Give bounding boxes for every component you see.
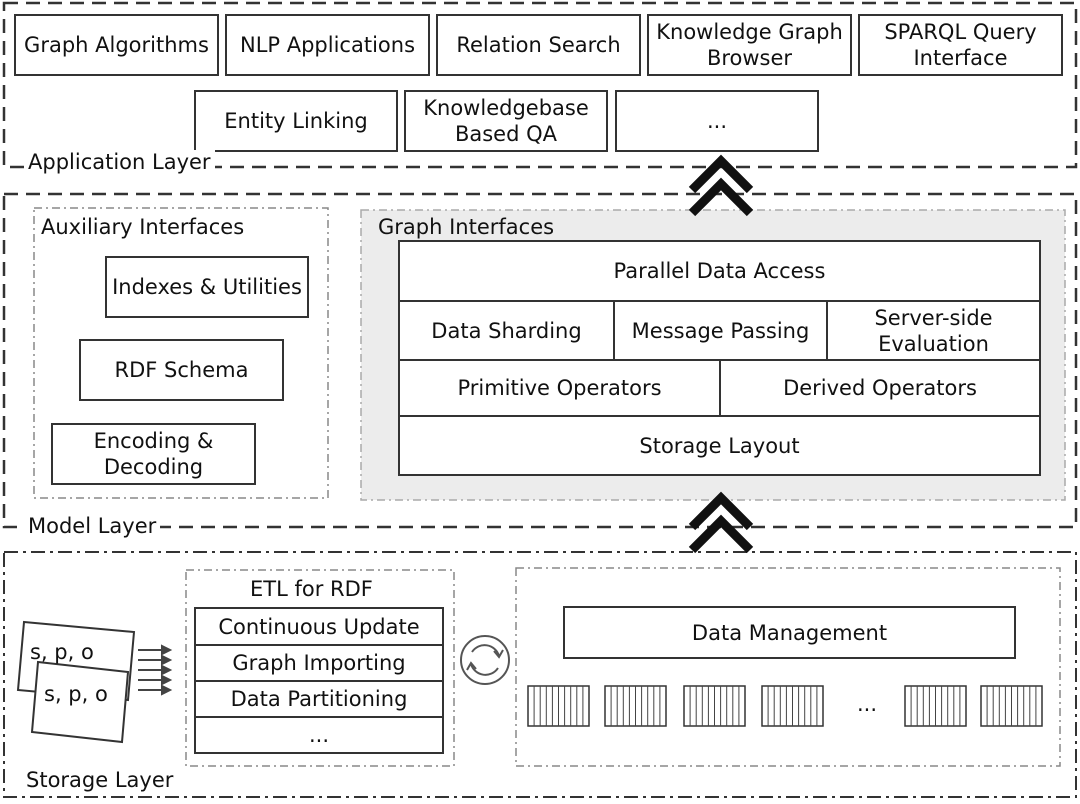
storage-block [604, 685, 667, 727]
model-layer-label: Model Layer [24, 514, 161, 538]
up-arrow-icon [688, 491, 754, 554]
row-divider [400, 359, 1039, 361]
graph-importing-item: Graph Importing [232, 651, 406, 675]
graph-algorithms-box: Graph Algorithms [14, 14, 219, 76]
knowledgebase-qa-box: Knowledgebase Based QA [404, 90, 608, 152]
encoding-decoding-box: Encoding & Decoding [51, 423, 256, 485]
col-divider [613, 302, 615, 359]
triple-document-front [30, 660, 130, 744]
storage-block [527, 685, 590, 727]
graph-interfaces-table: Parallel Data Access Data Sharding Messa… [398, 240, 1041, 476]
data-management-frame [515, 567, 1061, 767]
storage-block [761, 685, 824, 727]
col-divider [719, 361, 721, 415]
storage-blocks [527, 685, 1043, 727]
relation-search-box: Relation Search [436, 14, 641, 76]
block-ellipsis: ... [857, 692, 878, 716]
row-divider [196, 716, 442, 718]
etl-more-item: ... [308, 723, 330, 747]
server-side-evaluation-cell: Server-side Evaluation [874, 305, 993, 356]
up-arrow-icon [688, 154, 754, 217]
data-sharding-cell: Data Sharding [431, 318, 582, 343]
storage-block [904, 685, 967, 727]
nlp-applications-box: NLP Applications [225, 14, 430, 76]
knowledge-graph-browser-box: Knowledge Graph Browser [647, 14, 852, 76]
etl-frame [185, 569, 455, 767]
application-layer-label: Application Layer [24, 150, 215, 174]
sparql-query-interface-box: SPARQL Query Interface [858, 14, 1063, 76]
triple-text: s, p, o [30, 640, 94, 664]
parallel-data-access-cell: Parallel Data Access [613, 259, 826, 283]
row-divider [400, 300, 1039, 302]
derived-operators-cell: Derived Operators [783, 376, 977, 400]
flow-arrows-icon [138, 644, 173, 696]
data-management-box: Data Management [563, 606, 1016, 659]
application-layer-frame [2, 1, 1078, 169]
primitive-operators-cell: Primitive Operators [457, 376, 662, 400]
auxiliary-interfaces-frame [33, 207, 329, 499]
storage-block [980, 685, 1043, 727]
continuous-update-item: Continuous Update [218, 614, 420, 639]
application-more-box: ... [615, 90, 819, 152]
storage-block [683, 685, 746, 727]
message-passing-cell: Message Passing [631, 318, 810, 343]
sync-icon [460, 635, 510, 685]
etl-title: ETL for RDF [250, 577, 373, 601]
row-divider [196, 680, 442, 682]
etl-list: Continuous Update Graph Importing Data P… [194, 607, 444, 754]
row-divider [400, 415, 1039, 417]
data-partitioning-item: Data Partitioning [230, 687, 408, 711]
col-divider [826, 302, 828, 359]
model-layer-frame [2, 192, 1078, 529]
entity-linking-box: Entity Linking [194, 90, 398, 152]
rdf-schema-box: RDF Schema [79, 339, 284, 401]
storage-layout-cell: Storage Layout [639, 433, 800, 458]
row-divider [196, 644, 442, 646]
triple-text: s, p, o [44, 682, 108, 706]
storage-layer-label: Storage Layer [22, 768, 178, 792]
graph-interfaces-title: Graph Interfaces [378, 215, 555, 239]
storage-layer-frame [3, 551, 1077, 798]
indexes-utilities-box: Indexes & Utilities [105, 256, 309, 318]
auxiliary-interfaces-title: Auxiliary Interfaces [41, 215, 245, 239]
